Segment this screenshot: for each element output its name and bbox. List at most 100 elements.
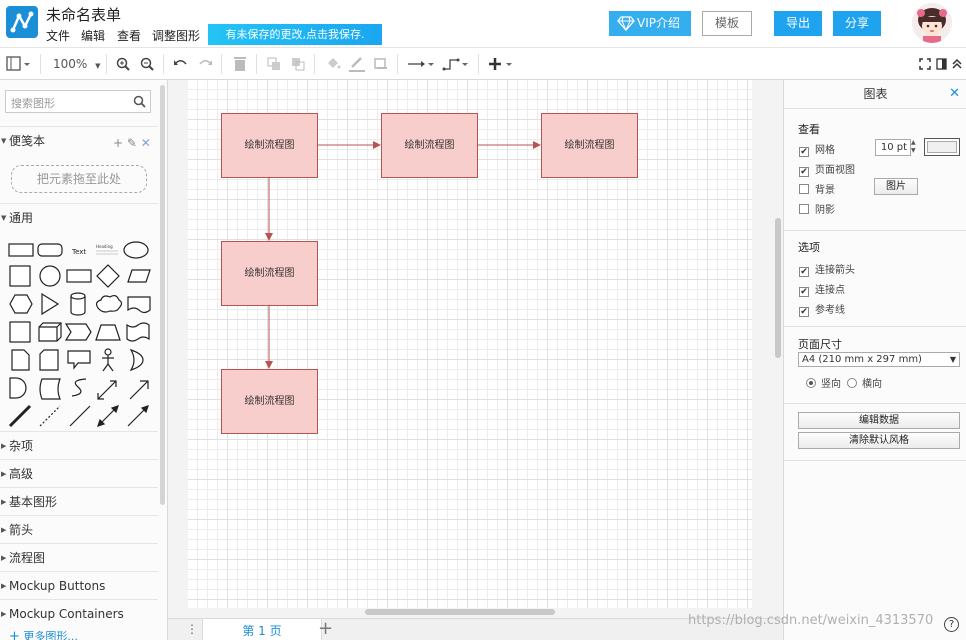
delay-shape[interactable] [9,377,27,399]
parallelogram-shape[interactable] [127,269,151,283]
document-title[interactable]: 未命名表单 [46,6,122,24]
text-shape[interactable]: Text [71,248,86,256]
dashed-line-shape[interactable] [39,405,61,427]
diagram-page[interactable]: 绘制流程图 绘制流程图 绘制流程图 绘制流程图 绘制流程图 [188,80,752,608]
bidirectional-arrow-shape[interactable] [97,380,117,400]
circle-shape[interactable] [39,265,61,287]
add-page-icon[interactable]: + [318,618,334,639]
clear-default-style-button[interactable]: 清除默认风格 [798,432,960,449]
line-color-button[interactable] [348,54,366,74]
square-shape[interactable] [9,265,31,287]
plus-icon[interactable]: + [113,136,124,150]
directional-arrow-line-shape[interactable] [127,405,149,427]
sidebar-section-3[interactable]: ▶箭头 [0,515,158,543]
close-icon[interactable]: ✕ [949,86,960,101]
page-tab[interactable]: 第 1 页 [202,619,322,640]
vip-button[interactable]: VIP介绍 [609,11,691,36]
flowchart-node[interactable]: 绘制流程图 [221,369,318,434]
unsaved-changes-banner[interactable]: 有未保存的更改,点击我保存. [208,24,382,45]
format-panel-toggle[interactable] [6,54,32,74]
connection-arrows-checkbox[interactable]: ✔连接箭头 [799,265,855,277]
zoom-in-button[interactable] [116,54,130,74]
diagram-canvas[interactable]: 绘制流程图 绘制流程图 绘制流程图 绘制流程图 绘制流程图 [168,80,783,618]
grid-color-picker[interactable] [924,138,960,156]
help-icon[interactable]: ? [944,617,959,632]
thick-line-shape[interactable] [8,404,32,428]
card-shape[interactable] [39,349,59,371]
close-icon[interactable]: ✕ [140,136,151,150]
template-button[interactable]: 模板 [702,11,752,36]
more-shapes-link[interactable]: + 更多图形... [9,628,78,640]
cloud-shape[interactable] [95,294,123,313]
flowchart-node[interactable]: 绘制流程图 [381,113,478,178]
connection-points-checkbox[interactable]: ✔连接点 [799,285,845,297]
menu-view[interactable]: 查看 [117,29,142,43]
paper-size-select[interactable]: A4 (210 mm x 297 mm) ▼ [798,352,960,367]
menu-arrange[interactable]: 调整图形 [152,29,201,43]
ellipse-shape[interactable] [123,241,149,259]
undo-button[interactable] [173,54,189,74]
to-back-button[interactable] [291,54,305,74]
collapse-header-button[interactable] [951,54,963,74]
flowchart-node[interactable]: 绘制流程图 [221,113,318,178]
menu-edit[interactable]: 编辑 [81,29,106,43]
delete-button[interactable] [233,54,247,74]
app-logo-icon[interactable] [6,6,38,38]
flowchart-node[interactable]: 绘制流程图 [541,113,638,178]
sidebar-section-0[interactable]: ▶杂项 [0,431,158,459]
document-shape[interactable] [127,296,151,314]
data-storage-shape[interactable] [39,378,61,400]
sidebar-scrollbar[interactable] [160,85,165,505]
redo-button[interactable] [197,54,213,74]
search-icon[interactable] [133,95,146,108]
menu-file[interactable]: 文件 [46,29,71,43]
portrait-radio[interactable]: 竖向 [806,375,841,390]
line-shape[interactable] [69,405,91,427]
rounded-rectangle-shape[interactable] [37,243,63,257]
edit-data-button[interactable]: 编辑数据 [798,412,960,429]
sidebar-section-4[interactable]: ▶流程图 [0,543,158,571]
actor-shape[interactable] [102,348,114,372]
scratchpad-dropzone[interactable]: 把元素拖至此处 [11,165,147,193]
avatar[interactable] [912,3,952,43]
fill-color-button[interactable] [325,54,341,74]
sidebar-section-5[interactable]: ▶Mockup Buttons [0,571,158,599]
rectangle-shape[interactable] [8,243,34,257]
shadow-button[interactable] [374,54,388,74]
sidebar-section-2[interactable]: ▶基本图形 [0,487,158,515]
sidebar-section-1[interactable]: ▶高级 [0,459,158,487]
landscape-radio[interactable]: 横向 [847,375,882,390]
triangle-shape[interactable] [41,292,60,316]
heading-shape[interactable]: Heading [96,244,113,249]
waypoints-button[interactable] [442,54,470,74]
zoom-select[interactable]: 100% ▼ [53,54,101,74]
cube-shape[interactable] [38,322,62,342]
hexagon-shape[interactable] [9,294,33,314]
connection-style-button[interactable] [407,54,435,74]
to-front-button[interactable] [267,54,281,74]
background-checkbox[interactable]: 背景 [799,181,835,196]
sidebar-section-6[interactable]: ▶Mockup Containers [0,599,158,627]
table-shape[interactable] [9,321,31,343]
step-shape[interactable] [64,323,92,341]
format-panel-button[interactable] [936,54,948,74]
arrow-shape[interactable] [129,380,149,400]
cylinder-shape[interactable] [70,292,86,316]
note-shape[interactable] [11,349,30,371]
process-shape[interactable] [66,269,92,283]
canvas-vertical-scrollbar[interactable] [775,218,781,358]
grid-checkbox[interactable]: ✔网格 [799,145,835,157]
trapezoid-shape[interactable] [95,324,121,341]
fullscreen-button[interactable] [919,54,931,74]
curve-shape[interactable] [71,378,87,397]
tape-shape[interactable] [126,322,150,342]
guides-checkbox[interactable]: ✔参考线 [799,305,845,317]
insert-button[interactable] [487,54,515,74]
double-arrow-line-shape[interactable] [97,405,119,427]
callout-shape[interactable] [67,350,91,370]
page-view-checkbox[interactable]: ✔页面视图 [799,165,855,177]
or-shape[interactable] [129,348,144,372]
export-button[interactable]: 导出 [774,11,822,36]
search-input[interactable]: 搜索图形 [5,90,151,113]
grid-size-stepper[interactable]: ▲▼ [911,139,916,154]
